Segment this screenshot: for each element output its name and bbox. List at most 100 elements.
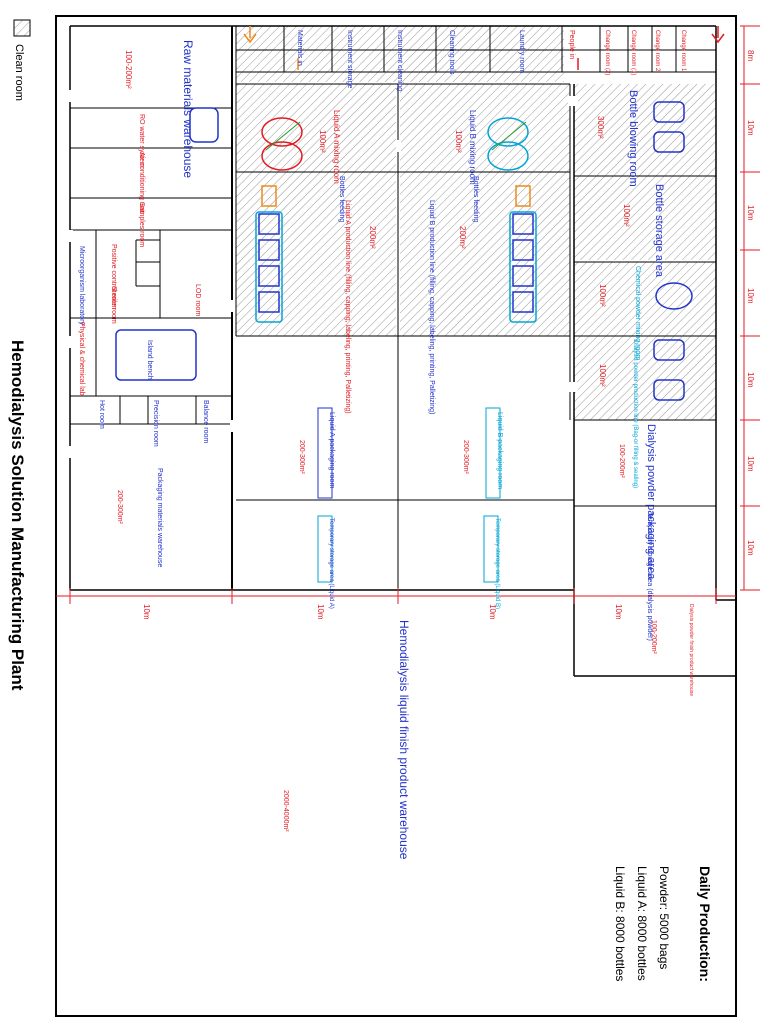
legend-swatch <box>13 19 31 37</box>
room-liquid-finish-area: 2000-4000m² <box>282 790 289 832</box>
blower-machine-1 <box>653 101 685 123</box>
room-temp-powder: Temporary storage area (dialysis powder) <box>646 512 653 641</box>
room-liquid-b-packaging-area: 200-300m² <box>462 440 469 475</box>
room-change-1b: Change room 1 <box>680 30 686 72</box>
room-positive-control: Positive control room <box>110 244 117 310</box>
powder-filler-2 <box>653 379 685 401</box>
liquid-a-tank-2 <box>261 141 303 171</box>
dim-right-2: 10m <box>746 120 755 136</box>
materials-in-arrow <box>243 26 257 44</box>
room-bottle-blowing: Bottle blowing room <box>627 90 639 187</box>
room-bottle-storage: Bottle storage area <box>653 184 665 278</box>
room-chemical-powder-area: 100m² <box>598 284 607 307</box>
liquid-b-tank-1 <box>487 117 529 147</box>
temp-a-box <box>317 515 333 583</box>
mixing-tanks <box>189 107 693 310</box>
room-packaging-materials: Packaging materials warehouse <box>156 468 163 567</box>
building-outline <box>55 15 737 1017</box>
room-liquid-b-mixing-area: 100m² <box>454 130 463 153</box>
room-instrument-cleaning: Instrument cleaning <box>396 30 403 91</box>
room-bottle-blowing-area: 300m² <box>596 116 605 139</box>
room-microorganism-lab: Microorganism laboratory <box>78 246 85 325</box>
dim-right-6: 10m <box>746 456 755 472</box>
room-raw-materials: Raw materials warehouse <box>181 40 195 178</box>
daily-production-line-1: Powder: 5000 bags <box>657 866 671 969</box>
room-dialysis-finish: Dialysis powder finish product warehouse <box>688 604 694 696</box>
daily-production-heading: Daily Production: <box>697 866 713 982</box>
ro-water-tank <box>189 107 219 143</box>
dim-bottom-4: 10m <box>614 604 623 620</box>
room-dialysis-packaging-area: 100-200m² <box>618 444 625 479</box>
flow-arrows <box>243 26 725 70</box>
bottle-blowing-machines <box>653 101 685 401</box>
room-liquid-b-line-area: 200m² <box>458 226 467 249</box>
liquid-a-tank-1 <box>261 117 303 147</box>
room-bottle-storage-area: 100m² <box>622 204 631 227</box>
dim-right-5: 10m <box>746 372 755 388</box>
legend: Clean room <box>13 19 31 101</box>
room-air-conditioning: Air conditioning unit <box>138 152 145 213</box>
legend-label: Clean room <box>13 44 25 101</box>
liquid-a-packaging-box <box>317 407 333 499</box>
room-materials-in: Materials in <box>296 30 303 66</box>
room-physical-chemical-lab: Physical & chemical lab <box>78 322 85 396</box>
room-precision: Precision room <box>152 400 159 447</box>
room-chemical-powder: Chemical powder mixing room <box>634 266 641 360</box>
room-change-1a: Change room (1) <box>630 30 636 75</box>
room-temp-b: Temporary storage area (Liquid B) <box>494 518 500 609</box>
liquid-b-packaging-box <box>485 407 501 499</box>
room-temp-a: Temporary storage area (Liquid A) <box>328 518 334 609</box>
clean-area-liquid-a <box>236 84 396 336</box>
dim-bottom-2: 10m <box>316 604 325 620</box>
dimension-right-labels: 8m 10m 10m 10m 10m 10m 10m <box>746 50 755 556</box>
room-liquid-a-line-area: 200m² <box>368 226 377 249</box>
dim-right-4: 10m <box>746 288 755 304</box>
room-liquid-a-mixing-area: 100m² <box>318 130 327 153</box>
dim-right-7: 10m <box>746 540 755 556</box>
dim-right-3: 10m <box>746 205 755 221</box>
room-lod: LOD room <box>194 284 201 316</box>
temp-b-box <box>483 515 499 583</box>
room-dialysis-finish-area: 100-200m² <box>650 620 657 655</box>
room-cleaning-tools: Cleaning tools <box>448 30 455 75</box>
room-bottles-feeding-b: Bottles feeding <box>472 176 479 222</box>
room-instrument-storage: Instrument storage <box>346 30 353 88</box>
liquid-b-tank-2 <box>487 141 529 171</box>
production-line-b <box>509 185 537 323</box>
dimension-bottom-labels: 10m 10m 10m 10m <box>142 604 623 620</box>
room-ro-water: RO water system <box>138 114 145 168</box>
room-liquid-a-mixing: Liquid A mixing room <box>332 110 341 184</box>
daily-production-line-2: Liquid A: 8000 bottles <box>635 866 649 981</box>
clean-area-liquid-b <box>400 84 570 336</box>
clean-area-change-corridor <box>236 26 564 82</box>
page-title: Hemodialysis Solution Manufacturing Plan… <box>8 340 27 691</box>
room-change-2a: Change room (2) <box>604 30 610 75</box>
room-liquid-a-packaging-area: 200-300m² <box>298 440 305 475</box>
production-line-a <box>255 185 283 323</box>
island-bench-box <box>115 329 197 381</box>
dim-bottom-3: 10m <box>488 604 497 620</box>
room-balance: Balance room <box>202 400 209 443</box>
dim-right-1: 8m <box>746 50 755 61</box>
people-in-arrow <box>711 26 725 44</box>
room-samples: Samples room <box>138 202 145 247</box>
dimension-bottom <box>56 588 736 604</box>
room-bottles-feeding-a: Bottles feeding <box>338 176 345 222</box>
room-liquid-a-line: Liquid A production line (filling, cappi… <box>344 200 351 414</box>
room-island-bench: Island bench <box>146 340 153 380</box>
room-sterile: Sterile room <box>110 286 117 324</box>
room-packaging-materials-area: 200-300m² <box>116 490 123 525</box>
daily-production-line-3: Liquid B: 8000 bottles <box>613 866 627 981</box>
room-change-2b: Change room 2 <box>654 30 660 72</box>
room-dialysis-packaging: Dialysis powder packaging area <box>645 424 657 580</box>
room-dialysis-line: Dialysis powder production line (Bag-or … <box>632 340 638 488</box>
room-hot: Hot room <box>98 400 105 429</box>
room-laundry: Laundry room <box>518 30 525 73</box>
daily-production: Daily Production: Powder: 5000 bags Liqu… <box>613 866 713 982</box>
walls <box>69 25 736 677</box>
room-raw-materials-area: 100-200m² <box>124 50 133 89</box>
room-liquid-finish: Hemodialysis liquid finish product wareh… <box>397 620 411 860</box>
blower-machine-2 <box>653 131 685 153</box>
